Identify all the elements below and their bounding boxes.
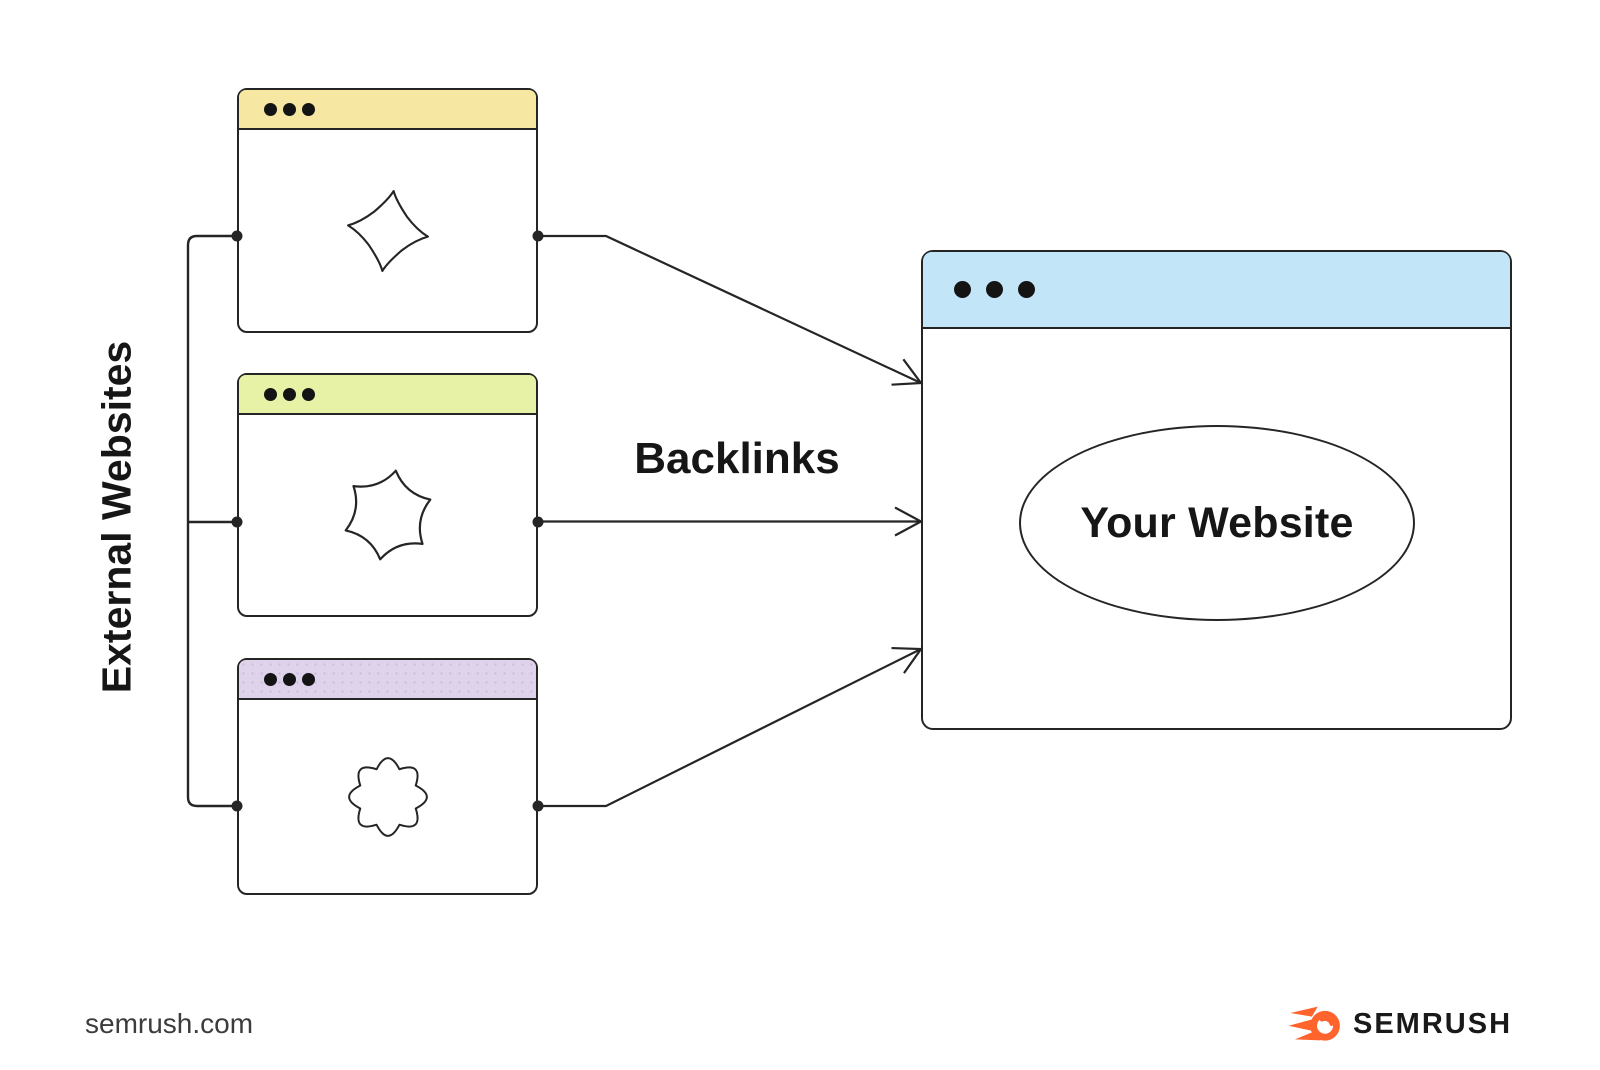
four-point-blob-icon <box>346 189 429 272</box>
window-content <box>239 130 536 331</box>
window-control-dot <box>283 102 296 116</box>
semrush-logo-text: SEMRUSH <box>1353 1008 1513 1040</box>
window-control-dot <box>283 387 296 401</box>
window-control-dot <box>264 387 277 401</box>
window-titlebar <box>239 90 536 130</box>
window-control-dot <box>264 672 277 686</box>
your-website-window: Your Website <box>921 250 1512 730</box>
your-website-ellipse: Your Website <box>1019 425 1415 621</box>
external-website-window-2 <box>237 373 538 617</box>
external-websites-label: External Websites <box>93 340 140 694</box>
window-control-dot <box>986 281 1003 298</box>
window-control-dot <box>302 387 315 401</box>
backlink-arrow-3 <box>538 646 924 808</box>
window-control-dot <box>264 102 277 116</box>
external-website-window-3 <box>237 658 538 895</box>
backlinks-label: Backlinks <box>634 434 840 483</box>
window-control-dot <box>302 672 315 686</box>
semrush-flame-icon <box>1288 1006 1340 1041</box>
window-control-dot <box>1018 281 1035 298</box>
eight-petal-flower-blob-icon <box>347 756 428 837</box>
window-content <box>239 700 536 893</box>
window-titlebar <box>239 375 536 415</box>
window-control-dot <box>954 281 971 298</box>
site-credit: semrush.com <box>85 1008 254 1039</box>
window-control-dot <box>283 672 296 686</box>
backlink-arrow-1 <box>538 234 924 386</box>
window-content <box>239 415 536 615</box>
window-control-dot <box>302 102 315 116</box>
window-titlebar <box>239 660 536 700</box>
external-group-bracket <box>186 234 237 808</box>
window-titlebar <box>923 252 1510 329</box>
semrush-logo: SEMRUSH <box>1288 1002 1512 1044</box>
six-point-star-blob-icon <box>344 469 431 561</box>
your-website-label: Your Website <box>1080 498 1354 547</box>
external-website-window-1 <box>237 88 538 333</box>
